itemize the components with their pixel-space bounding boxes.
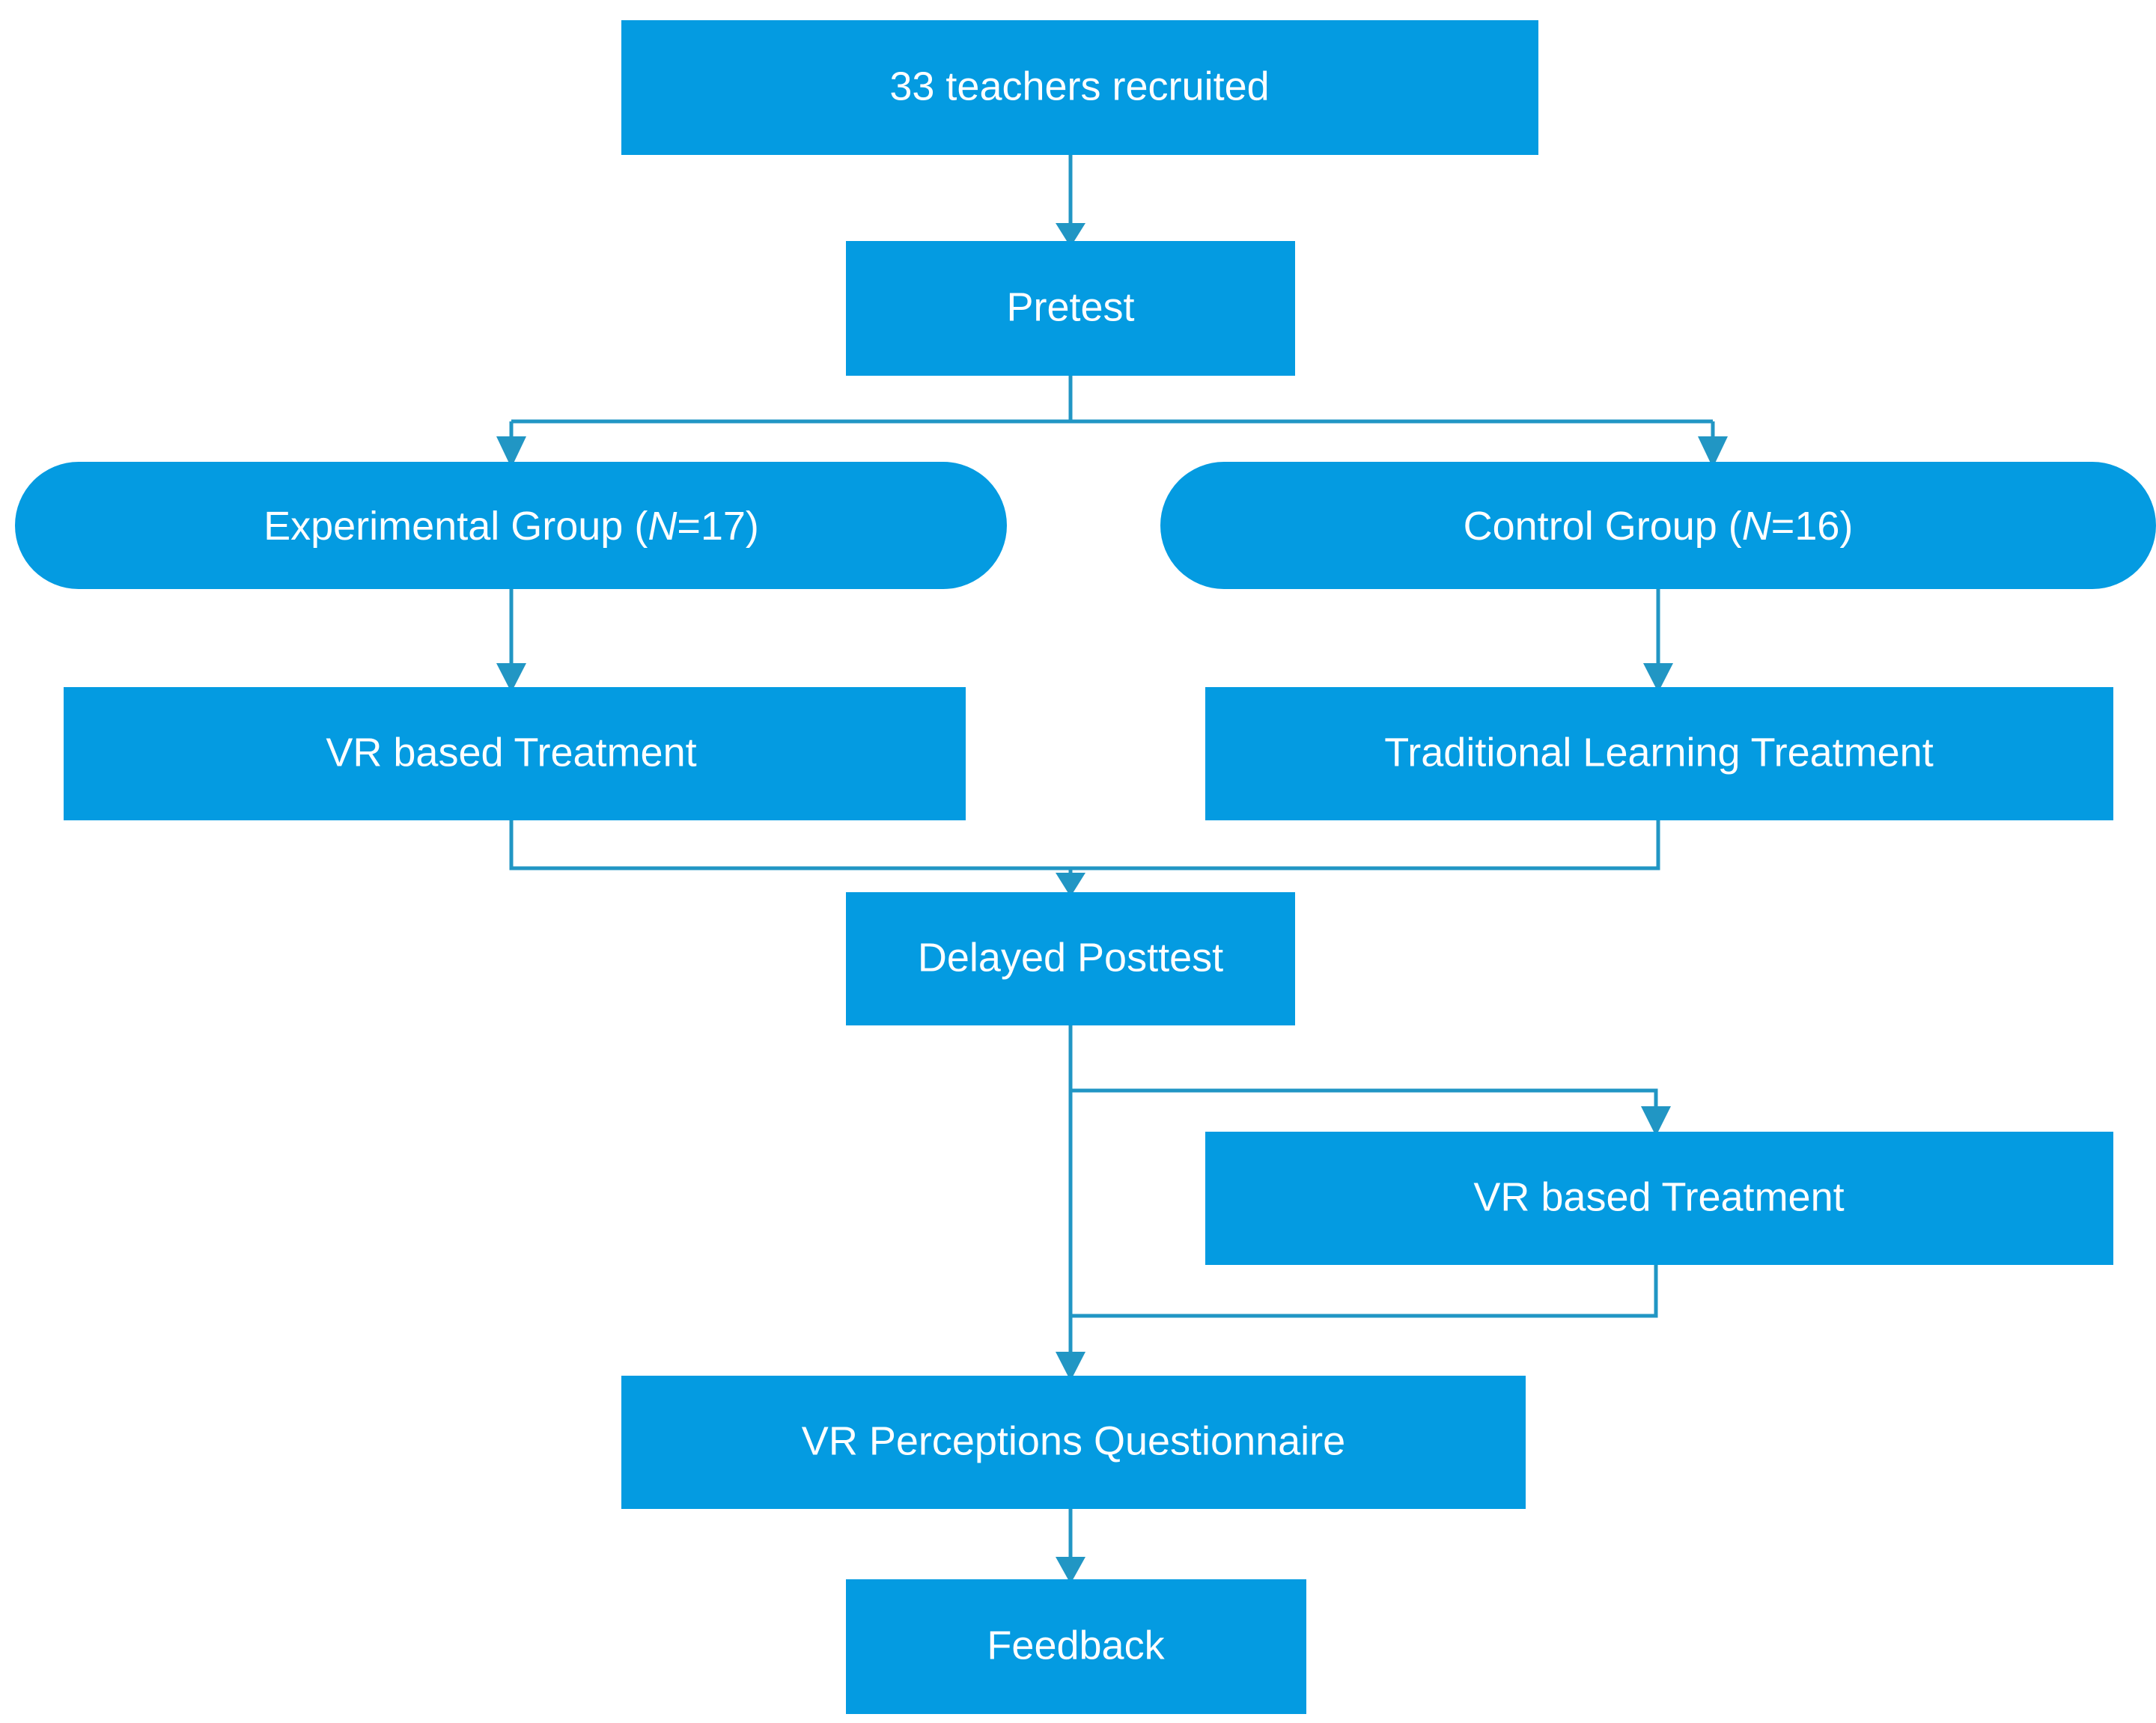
node-recruited-shape (621, 20, 1538, 155)
edge-pretest-split (511, 376, 1713, 424)
edge-questionnaire-to-feedback (1056, 1509, 1085, 1584)
node-vr-treatment-2[interactable]: VR based Treatment (1205, 1132, 2113, 1265)
node-experimental-group[interactable]: Experimental Group (N=17) (15, 462, 1007, 589)
edge-merge-to-posttest (1056, 868, 1085, 897)
edge-pretest-to-experimental (496, 421, 526, 468)
node-vr-treatment-1-shape (64, 687, 966, 820)
node-feedback-shape (846, 1579, 1306, 1714)
node-control-group[interactable]: Control Group (N=16) (1160, 462, 2156, 589)
experimental-label-italic: N (648, 504, 677, 549)
node-recruited-label: 33 teachers recruited (889, 64, 1269, 109)
node-traditional-treatment[interactable]: Traditional Learning Treatment (1205, 687, 2113, 820)
node-vr-treatment-1[interactable]: VR based Treatment (64, 687, 966, 820)
control-label-prefix: Control Group ( (1464, 504, 1742, 549)
edge-recruited-to-pretest (1056, 155, 1085, 247)
control-label-italic: N (1742, 504, 1772, 549)
node-vr-treatment-2-shape (1205, 1132, 2113, 1265)
experimental-label-suffix: =17) (677, 504, 759, 549)
node-delayed-posttest-shape (846, 892, 1295, 1025)
edge-pretest-to-control (1698, 421, 1728, 468)
edges-layer (496, 155, 1728, 1584)
node-vr-questionnaire[interactable]: VR Perceptions Questionnaire (621, 1376, 1526, 1509)
node-recruited[interactable]: 33 teachers recruited (621, 20, 1538, 155)
node-pretest-shape (846, 241, 1295, 376)
experimental-label-prefix: Experimental Group ( (264, 504, 648, 549)
edge-vr2-return (1071, 1265, 1658, 1318)
node-experimental-group-label: Experimental Group (N=17) (264, 504, 759, 549)
edge-control-to-traditional (1643, 589, 1673, 692)
node-control-group-shape (1160, 462, 2156, 589)
node-delayed-posttest-label: Delayed Posttest (918, 935, 1223, 980)
edge-vr-to-merge (509, 820, 1071, 870)
node-traditional-treatment-shape (1205, 687, 2113, 820)
node-vr-questionnaire-label: VR Perceptions Questionnaire (802, 1418, 1345, 1463)
node-experimental-group-shape (15, 462, 1007, 589)
edge-traditional-to-merge (1071, 820, 1660, 870)
edge-experimental-to-vr (496, 589, 526, 692)
control-label-suffix: =16) (1771, 504, 1854, 549)
edge-posttest-trunk (1056, 1025, 1085, 1381)
node-vr-questionnaire-shape (621, 1376, 1526, 1509)
node-delayed-posttest[interactable]: Delayed Posttest (846, 892, 1295, 1025)
node-pretest[interactable]: Pretest (846, 241, 1295, 376)
edge-posttest-to-vr2 (1071, 1088, 1671, 1136)
node-traditional-treatment-label: Traditional Learning Treatment (1384, 730, 1933, 775)
node-vr-treatment-2-label: VR based Treatment (1473, 1174, 1844, 1219)
node-feedback[interactable]: Feedback (846, 1579, 1306, 1714)
node-vr-treatment-1-label: VR based Treatment (326, 730, 696, 775)
node-control-group-label: Control Group (N=16) (1464, 504, 1854, 549)
node-feedback-label: Feedback (987, 1623, 1165, 1668)
node-pretest-label: Pretest (1006, 284, 1134, 329)
